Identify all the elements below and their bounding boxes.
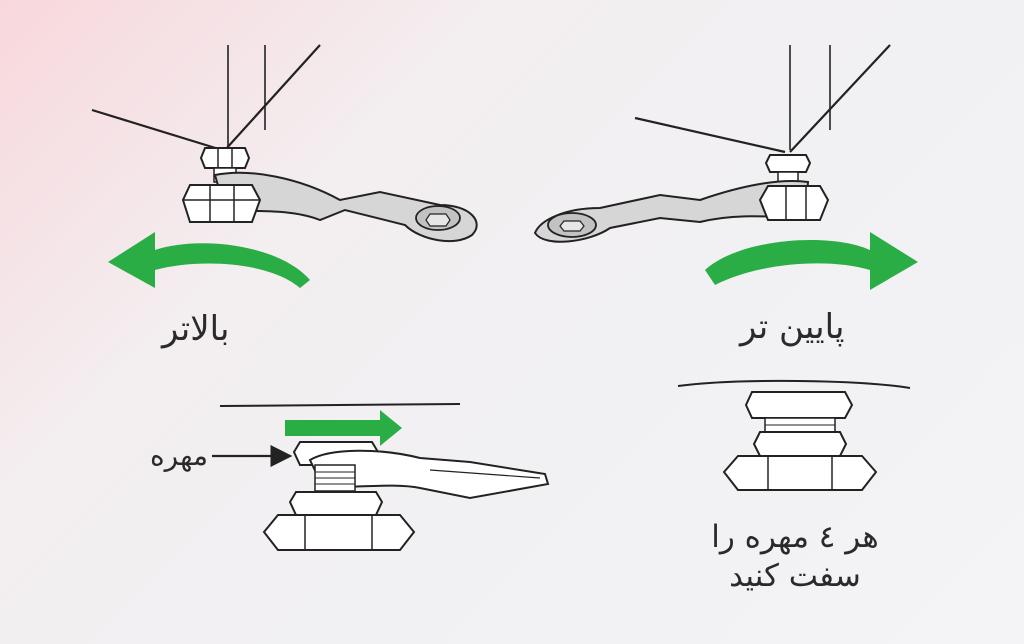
raise-foot-illustration bbox=[91, 44, 478, 243]
lower-label: پایین تر bbox=[740, 307, 845, 347]
lower-foot-illustration bbox=[533, 44, 891, 243]
curved-arrow-right-icon bbox=[705, 232, 918, 290]
tighten-instruction: هر ٤ مهره را سفت کنید bbox=[711, 519, 879, 594]
nut-wrench-illustration bbox=[219, 403, 550, 551]
curved-arrow-left-icon bbox=[108, 232, 310, 288]
raise-label: بالاتر bbox=[162, 309, 230, 349]
tightened-foot-illustration bbox=[677, 379, 911, 491]
nut-label: مهره bbox=[150, 439, 209, 472]
